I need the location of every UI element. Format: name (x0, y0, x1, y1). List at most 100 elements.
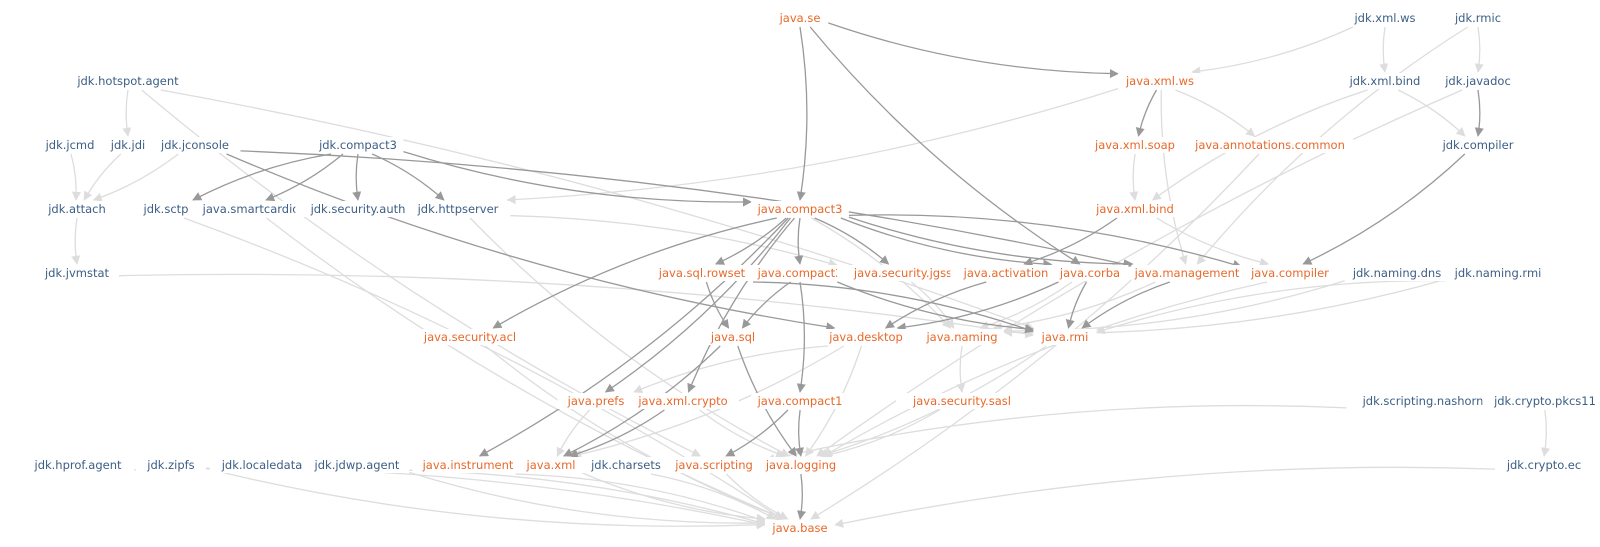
module-node-jdk-jconsole[interactable]: jdk.jconsole (149, 137, 241, 153)
module-node-java-xml-crypto[interactable]: java.xml.crypto (627, 393, 739, 409)
edge-line (1095, 279, 1446, 335)
module-node-jdk-sctp[interactable]: jdk.sctp (134, 201, 198, 217)
module-node-jdk-httpserver[interactable]: jdk.httpserver (405, 201, 511, 217)
edge-line (814, 217, 890, 265)
module-node-jdk-xml-ws[interactable]: jdk.xml.ws (1346, 10, 1424, 26)
edge-java_corba-to-java_naming (979, 281, 1073, 330)
module-node-java-xml[interactable]: java.xml (519, 457, 583, 473)
module-node-jdk-rmic[interactable]: jdk.rmic (1446, 10, 1510, 26)
module-node-java-instrument[interactable]: java.instrument (412, 457, 524, 473)
edge-line (725, 473, 789, 520)
module-node-java-smartcardio[interactable]: java.smartcardio (191, 201, 311, 217)
edge-jdk_javadoc-to-jdk_compiler (1474, 89, 1484, 137)
module-node-java-xml-soap[interactable]: java.xml.soap (1086, 137, 1184, 153)
module-node-jdk-compact3[interactable]: jdk.compact3 (312, 137, 404, 153)
nodes-layer: java.se jdk.xml.ws jdk.rmic jdk.hotspot.age… (22, 10, 1600, 536)
module-node-java-compact2[interactable]: java.compact2 (751, 265, 849, 281)
edge-line (1003, 278, 1446, 337)
edge-java_se-to-java_corba (809, 26, 1081, 265)
module-node-jdk-javadoc[interactable]: jdk.javadoc (1436, 73, 1520, 89)
edge-jdk_rmic-to-jdk_javadoc (1474, 26, 1484, 73)
module-node-jdk-security-auth[interactable]: jdk.security.auth (295, 201, 421, 217)
module-node-java-activation[interactable]: java.activation (950, 265, 1062, 281)
module-node-java-prefs[interactable]: java.prefs (557, 393, 635, 409)
module-node-background (209, 457, 315, 473)
module-node-jdk-jcmd[interactable]: jdk.jcmd (38, 137, 102, 153)
edge-line (266, 217, 786, 521)
module-node-java-se[interactable]: java.se (771, 10, 829, 26)
edge-jdk_localedata-to-java_base (314, 469, 766, 527)
module-node-java-naming[interactable]: java.naming (920, 329, 1004, 345)
module-node-java-scripting[interactable]: java.scripting (661, 457, 767, 473)
module-node-jdk-naming-dns[interactable]: jdk.naming.dns (1344, 265, 1450, 281)
module-node-java-base[interactable]: java.base (765, 520, 836, 536)
edge-line (823, 281, 1268, 457)
module-label: java.naming (925, 330, 997, 344)
module-node-jdk-localedata[interactable]: jdk.localedata (209, 457, 315, 473)
module-label: java.prefs (567, 394, 625, 408)
edge-java_compact3-to-java_corba (840, 217, 1053, 269)
edge-java_prefs-to-java_xml (556, 409, 591, 457)
module-node-jdk-xml-bind[interactable]: jdk.xml.bind (1339, 73, 1431, 89)
edge-java_logging-to-java_base (797, 473, 807, 520)
module-node-background (149, 137, 241, 153)
module-node-java-security-jgss[interactable]: java.security.jgss (836, 265, 970, 281)
edge-line (714, 217, 787, 265)
edge-line (741, 281, 791, 329)
module-node-java-xml-ws[interactable]: java.xml.ws (1118, 73, 1202, 89)
edge-line (70, 153, 81, 201)
module-node-java-compiler[interactable]: java.compiler (1241, 265, 1339, 281)
edge-java_smartcardio-to-java_base (266, 217, 786, 521)
module-node-java-sql[interactable]: java.sql (701, 329, 765, 345)
module-node-jdk-compiler[interactable]: jdk.compiler (1432, 137, 1524, 153)
edge-line (979, 281, 1073, 330)
edge-line (122, 89, 132, 137)
edge-line (556, 409, 591, 457)
edge-line (352, 153, 362, 201)
module-node-jdk-crypto-ec[interactable]: jdk.crypto.ec (1495, 457, 1593, 473)
edge-jdk_naming_rmi-to-java_naming (1003, 278, 1446, 337)
module-node-jdk-scripting-nashorn[interactable]: jdk.scripting.nashorn (1346, 393, 1500, 409)
module-node-jdk-jdwp-agent[interactable]: jdk.jdwp.agent (304, 457, 410, 473)
edge-line (572, 345, 845, 459)
module-node-java-desktop[interactable]: java.desktop (820, 329, 912, 345)
module-node-java-sql-rowset[interactable]: java.sql.rowset (646, 265, 758, 281)
module-node-jdk-hprof-agent[interactable]: jdk.hprof.agent (22, 457, 134, 473)
module-node-java-security-acl[interactable]: java.security.acl (407, 329, 533, 345)
module-node-java-security-sasl[interactable]: java.security.sasl (895, 393, 1029, 409)
module-node-jdk-zipfs[interactable]: jdk.zipfs (135, 457, 206, 473)
edge-line (71, 217, 81, 265)
module-node-jdk-jvmstat[interactable]: jdk.jvmstat (35, 265, 119, 281)
edge-line (1160, 89, 1188, 265)
module-node-java-compact3[interactable]: java.compact3 (751, 201, 849, 217)
module-node-jdk-hotspot-agent[interactable]: jdk.hotspot.agent (65, 73, 191, 89)
module-node-java-xml-bind[interactable]: java.xml.bind (1086, 201, 1184, 217)
module-node-java-corba[interactable]: java.corba (1051, 265, 1129, 281)
edge-line (956, 345, 966, 393)
edge-java_compact2-to-java_sql (741, 281, 791, 329)
module-node-java-annotations-common[interactable]: java.annotations.common (1186, 137, 1354, 153)
module-node-java-rmi[interactable]: java.rmi (1033, 329, 1097, 345)
module-node-background (1241, 265, 1339, 281)
module-node-background (1482, 393, 1600, 409)
module-node-jdk-jdi[interactable]: jdk.jdi (99, 137, 157, 153)
edge-line (506, 87, 1119, 205)
module-node-java-logging[interactable]: java.logging (755, 457, 847, 473)
edge-jdk_crypto_pkcs11-to-jdk_crypto_ec (1541, 409, 1551, 457)
edge-line (371, 153, 445, 201)
module-node-jdk-naming-rmi[interactable]: jdk.naming.rmi (1445, 265, 1551, 281)
module-node-background (312, 137, 404, 153)
edge-line (604, 217, 791, 393)
module-node-background (751, 201, 849, 217)
module-node-java-compact1[interactable]: java.compact1 (751, 393, 849, 409)
module-label: java.security.sasl (912, 394, 1011, 408)
module-node-java-management[interactable]: java.management (1131, 265, 1243, 281)
module-node-background (134, 201, 198, 217)
module-node-jdk-crypto-pkcs11[interactable]: jdk.crypto.pkcs11 (1482, 393, 1600, 409)
module-node-jdk-charsets[interactable]: jdk.charsets (580, 457, 672, 473)
edge-java_security_sasl-to-java_logging (822, 409, 940, 459)
module-node-jdk-attach[interactable]: jdk.attach (38, 201, 116, 217)
edge-line (884, 281, 987, 329)
edge-jdk_attach-to-jdk_jvmstat (71, 217, 81, 265)
module-label: java.xml.soap (1094, 138, 1175, 152)
